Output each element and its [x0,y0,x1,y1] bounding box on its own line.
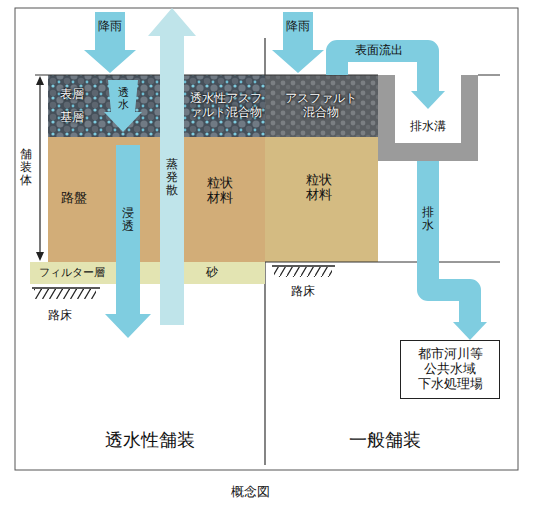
label-text: 透水性舗装 [105,430,195,451]
filter-band [30,262,265,284]
porous-asphalt-layer: 表層基層 透水性アスファルト混合物 [48,75,265,137]
ground-line [478,75,500,76]
node-text: 都市河川等 公共水域 下水処理場 [416,347,484,392]
node-text: アスファルト混合物 [284,92,358,120]
arrow-shaft [428,161,470,323]
label-text: 降雨 [286,20,310,34]
caption-text: 概念図 [231,485,270,500]
node-text: フィルター層 [39,267,105,280]
edge-label: 表面流出 [353,43,405,59]
outer-frame [15,8,518,470]
subgrade-symbol [274,267,332,277]
node-text: 排水溝 [410,120,446,134]
receiving-water-box: 都市河川等 公共水域 下水処理場 [400,340,500,399]
subgrade-symbol [34,289,96,299]
infiltration-arrow [105,145,151,338]
asphalt-band [265,75,378,137]
subgrade-symbol [32,287,100,288]
rain-arrow [272,12,324,73]
flow-arrow [428,161,487,340]
node-text: 粒状材料 [305,173,334,203]
asphalt-layer: アスファルト混合物 [265,75,378,137]
rain-arrow [84,12,136,73]
base-band [265,137,378,262]
label-text: 一般舗装 [349,430,421,451]
node-text: 表層 [60,88,84,102]
node-text: 基層 [60,111,84,125]
label-text: 蒸発散 [166,158,178,198]
label-text: 舗装体 [20,148,32,188]
base-course-layer: 路盤 粒状材料 [48,137,265,262]
label-text: 透水 [118,87,129,111]
base-course-layer: 粒状材料 [265,137,378,262]
porous-asphalt-band [48,75,265,137]
label-text: 路床 [291,285,315,299]
node-text: 砂 [206,266,218,280]
arrow-head [453,322,487,340]
label-text: 路床 [48,309,72,323]
node-text: 透水性アスファルト混合物 [189,92,263,120]
arrow-head [411,91,445,109]
drain-channel: 排水溝 [378,75,478,161]
node-text: 粒状材料 [206,176,235,206]
node-text: 路盤 [61,191,87,206]
label-text: 浸透 [122,207,134,233]
label-text: 降雨 [98,20,122,34]
ground-line [265,262,500,263]
permeation-arrow [104,80,142,132]
base-band [48,137,265,262]
evapotranspiration-arrow [148,8,196,325]
dimension-arrow [36,76,44,261]
subgrade-symbol [272,265,335,266]
dimension-line [39,80,40,257]
filter-layer: フィルター層 砂 [30,262,265,284]
edge-label: 排水 [420,205,436,233]
